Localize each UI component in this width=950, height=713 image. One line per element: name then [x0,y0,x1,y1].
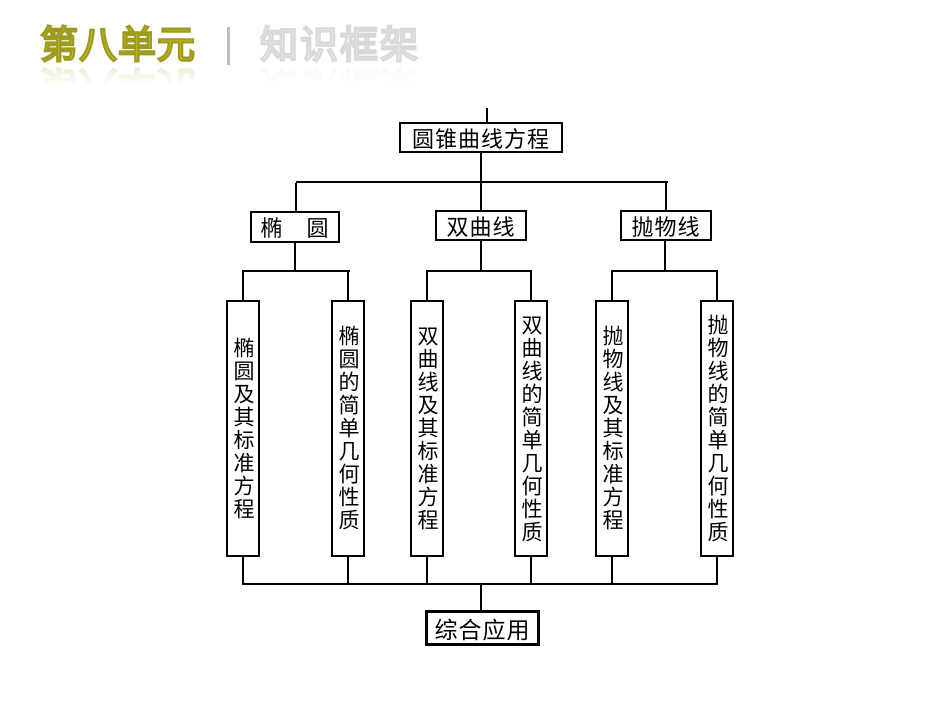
connector-line [294,242,296,271]
connector-line [426,272,428,300]
connector-line [347,557,349,584]
connector-line [611,557,613,584]
connector-line [242,583,718,585]
connector-line [665,183,667,211]
connector-line [530,272,532,300]
node-root: 圆锥曲线方程 [399,122,563,153]
connector-line [611,272,613,300]
connector-line [426,270,532,272]
connector-line [480,585,482,610]
node-hyperbola-standard-equation: 双曲线及其标准方程 [410,300,444,557]
slide-header: 第八单元 第八单元 知识框架 知识框架 [0,0,950,105]
unit-title: 第八单元 [39,24,197,67]
connector-line [242,270,350,272]
node-ellipse-geometric-properties: 椭圆的简单几何性质 [331,300,365,557]
node-hyperbola-geometric-properties: 双曲线的简单几何性质 [514,300,548,557]
connector-line [296,181,668,183]
node-ellipse-standard-equation: 椭圆及其标准方程 [226,300,260,557]
connector-line [480,152,482,182]
connector-line [716,272,718,300]
node-comprehensive-application: 综合应用 [425,610,540,646]
connector-line [295,183,297,211]
connector-line [716,557,718,584]
section-title-wrap: 知识框架 知识框架 [259,24,421,105]
connector-line [486,108,488,122]
node-parabola-geometric-properties: 抛物线的简单几何性质 [700,300,734,557]
connector-line [347,272,349,300]
section-title: 知识框架 [259,24,421,67]
connector-line [664,241,666,271]
node-parabola-standard-equation: 抛物线及其标准方程 [595,300,629,557]
connector-line [480,183,482,211]
node-branch-ellipse: 椭 圆 [250,211,340,243]
connector-line [242,272,244,300]
unit-title-wrap: 第八单元 第八单元 [39,24,197,105]
node-branch-hyperbola: 双曲线 [435,210,527,241]
connector-line [242,557,244,584]
header-divider [227,27,230,65]
connector-line [530,557,532,584]
connector-line [426,557,428,584]
node-branch-parabola: 抛物线 [620,210,712,241]
connector-line [480,241,482,271]
connector-line [611,270,718,272]
